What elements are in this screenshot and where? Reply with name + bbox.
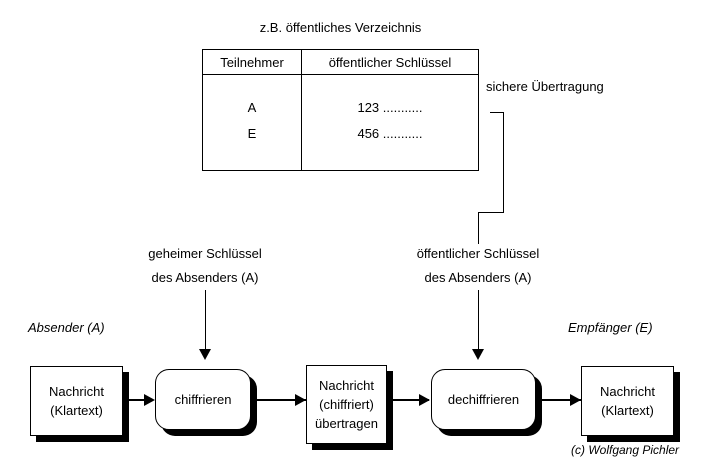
connector-line-4	[536, 399, 581, 401]
arrow-line-public-key	[478, 290, 479, 350]
message-plain-left-line2: (Klartext)	[50, 403, 103, 418]
arrow-head-4-icon	[570, 394, 581, 406]
arrow-line-secret-key	[205, 290, 206, 350]
diagram-title: z.B. öffentliches Verzeichnis	[259, 20, 422, 35]
message-cipher-line1: Nachricht	[319, 378, 374, 393]
arrow-head-public-key-icon	[472, 349, 484, 360]
arrow-head-2-icon	[295, 394, 306, 406]
message-plain-left-box: Nachricht (Klartext)	[30, 366, 123, 436]
connector-table-right-edge	[478, 49, 479, 171]
table-column-divider	[301, 50, 302, 170]
connector-line-2	[251, 399, 306, 401]
message-plain-right-line2: (Klartext)	[601, 403, 654, 418]
arrow-head-3-icon	[419, 394, 430, 406]
encrypt-label: chiffrieren	[174, 392, 232, 407]
message-plain-left-line1: Nachricht	[49, 384, 104, 399]
secure-transfer-label: sichere Übertragung	[486, 79, 604, 94]
message-plain-right-line1: Nachricht	[600, 384, 655, 399]
public-key-label-line2: des Absenders (A)	[424, 270, 532, 285]
table-header-public-key: öffentlicher Schlüssel	[328, 55, 452, 70]
encrypt-box: chiffrieren	[155, 369, 251, 430]
credit-label: (c) Wolfgang Pichler	[571, 443, 680, 457]
message-cipher-box: Nachricht (chiffriert) übertragen	[306, 365, 387, 444]
connector-step-down	[478, 212, 479, 244]
connector-tick-left	[123, 392, 125, 409]
arrow-head-secret-key-icon	[199, 349, 211, 360]
sender-label: Absender (A)	[28, 320, 105, 335]
secret-key-label-line2: des Absenders (A)	[151, 270, 259, 285]
table-row: 123 ...........	[357, 100, 423, 115]
message-plain-right-box: Nachricht (Klartext)	[581, 366, 674, 436]
connector-step-bottom	[478, 212, 504, 213]
table-row: E	[247, 126, 257, 141]
public-directory-table: Teilnehmer öffentlicher Schlüssel A 123 …	[202, 49, 479, 171]
arrow-head-1-icon	[144, 394, 155, 406]
secret-key-label-line1: geheimer Schlüssel	[148, 246, 262, 261]
connector-line-3	[387, 399, 429, 401]
table-header-row	[203, 50, 478, 75]
table-header-participant: Teilnehmer	[220, 55, 284, 70]
message-cipher-line3: übertragen	[315, 416, 378, 431]
connector-step-top	[490, 112, 504, 113]
decrypt-label: dechiffrieren	[447, 392, 520, 407]
table-row: 456 ...........	[357, 126, 423, 141]
connector-tick-mid	[387, 392, 389, 409]
receiver-label: Empfänger (E)	[568, 320, 653, 335]
public-key-label-line1: öffentlicher Schlüssel	[416, 246, 540, 261]
connector-table-bottom	[440, 170, 479, 171]
message-cipher-line2: (chiffriert)	[319, 397, 374, 412]
connector-step-right	[503, 112, 504, 213]
table-row: A	[247, 100, 257, 115]
decrypt-box: dechiffrieren	[431, 369, 536, 430]
connector-line-1	[123, 399, 153, 401]
